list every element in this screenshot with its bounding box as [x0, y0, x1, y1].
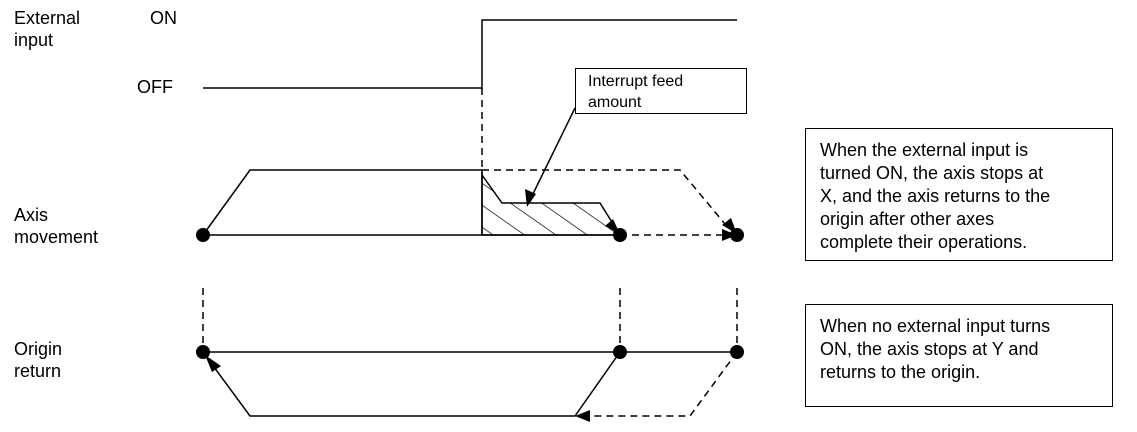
- origin-return-path: [210, 351, 621, 417]
- origin-dashed-arrowhead: [575, 410, 590, 422]
- origin-arrowhead: [205, 355, 221, 372]
- axis-y-dot: [730, 228, 744, 242]
- origin-return-label: Origin return: [14, 339, 63, 381]
- origin-start-dot: [196, 345, 210, 359]
- note-external-on: When the external input is turned ON, th…: [805, 128, 1113, 261]
- note-no-external: When no external input turns ON, the axi…: [805, 304, 1113, 407]
- external-input-label: External input: [14, 8, 81, 50]
- origin-x-dot: [613, 345, 627, 359]
- origin-y-dot: [730, 345, 744, 359]
- interrupt-feed-area: [481, 172, 622, 236]
- callout-arrowhead: [525, 189, 536, 207]
- axis-movement-label: Axis movement: [14, 205, 99, 247]
- on-label: ON: [150, 8, 177, 28]
- external-input-signal: [203, 19, 737, 89]
- axis-start-dot: [196, 228, 210, 242]
- axis-dashed-profile: [482, 169, 731, 231]
- arrowhead-baseline: [722, 229, 737, 241]
- off-label: OFF: [137, 77, 173, 97]
- interrupt-feed-callout: Interrupt feed amount: [575, 68, 747, 114]
- axis-x-dot: [613, 228, 627, 242]
- origin-dashed-return: [588, 351, 738, 417]
- callout-leader: [529, 107, 576, 201]
- axis-movement-profile: [202, 169, 483, 236]
